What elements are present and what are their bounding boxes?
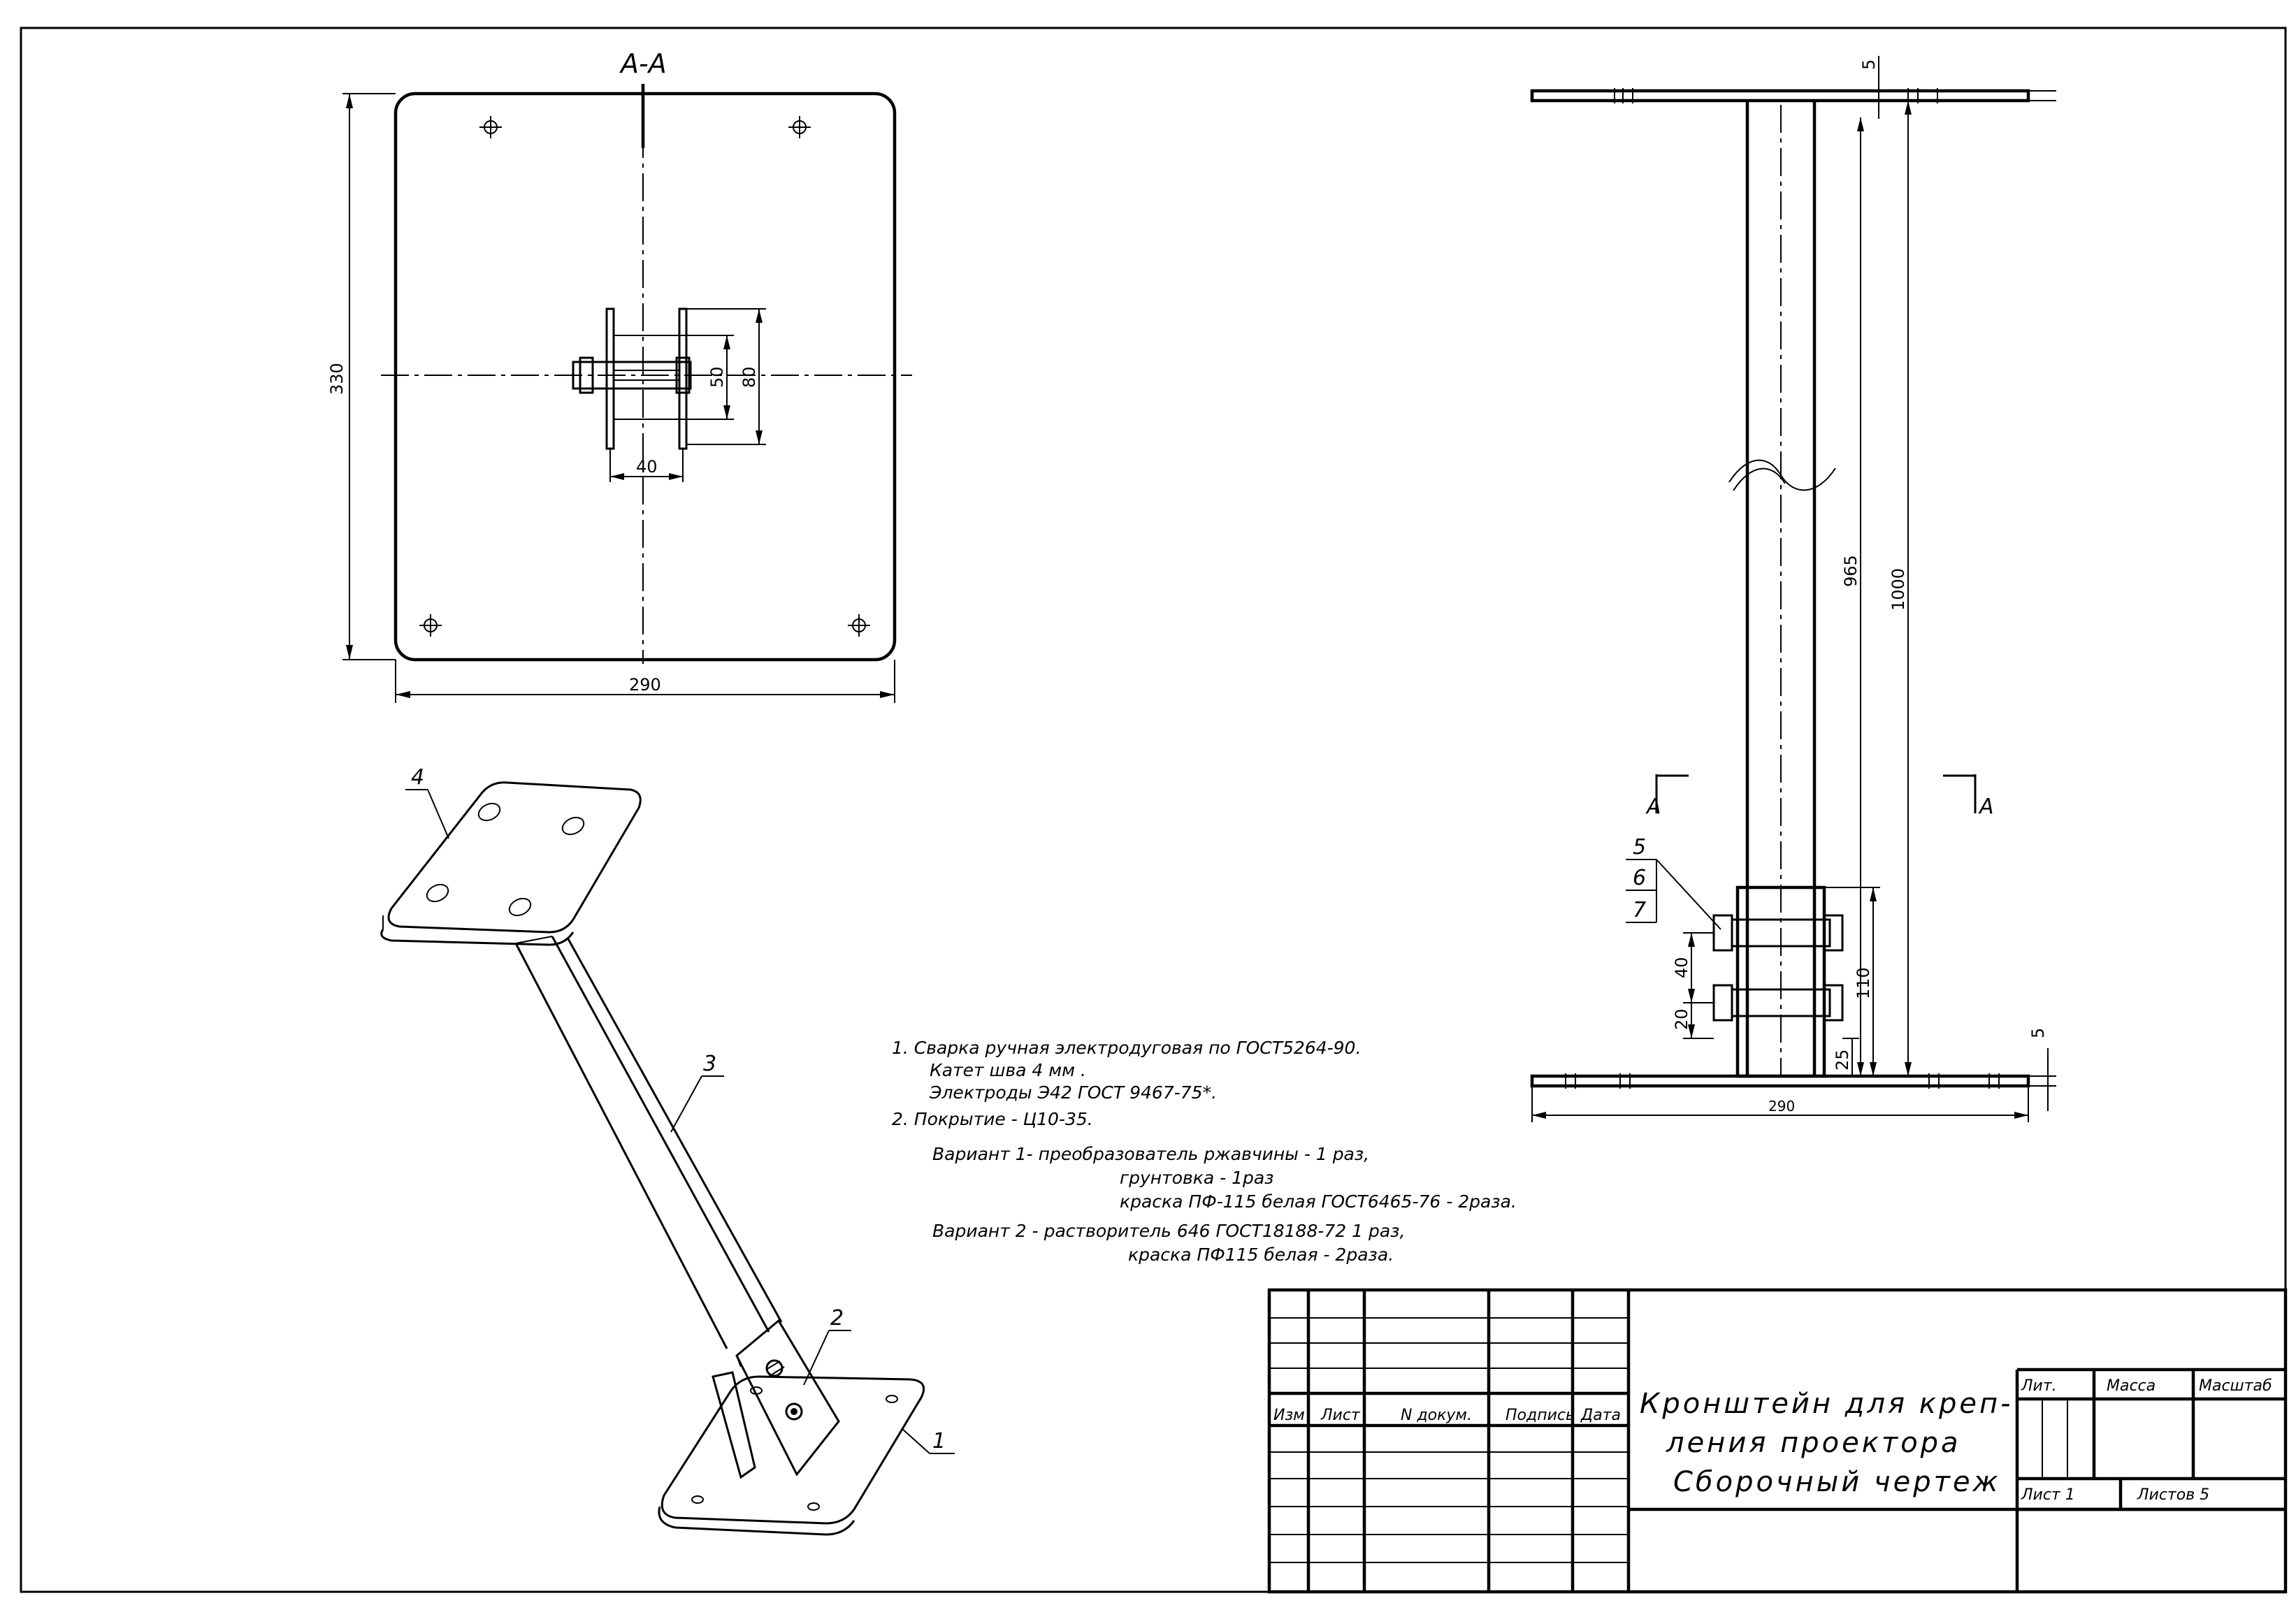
- note-line: Электроды Э42 ГОСТ 9467-75*.: [929, 1082, 1217, 1103]
- sheets-label: Листов 5: [2137, 1486, 2209, 1504]
- note-line: 1. Сварка ручная электродуговая по ГОСТ5…: [892, 1038, 1361, 1058]
- iso-top-plate: [387, 781, 642, 934]
- header-date: Дата: [1580, 1407, 1621, 1424]
- section-marks: A A: [1645, 774, 1994, 819]
- svg-text:2: 2: [830, 1306, 844, 1330]
- svg-text:290: 290: [1768, 1098, 1795, 1115]
- drawing-title-line1: Кронштейн для креп-: [1640, 1388, 2014, 1420]
- note-line: краска ПФ-115 белая ГОСТ6465-76 - 2раза.: [1120, 1191, 1517, 1212]
- mounting-plate: [394, 92, 897, 662]
- svg-text:330: 330: [327, 363, 347, 395]
- iso-tube: [514, 936, 783, 1349]
- note-line: краска ПФ115 белая - 2раза.: [1128, 1245, 1394, 1265]
- iso-callouts: 4 3 2 1: [405, 765, 955, 1454]
- break-mark: [1728, 459, 1836, 491]
- note-line: Катет шва 4 мм .: [930, 1060, 1086, 1080]
- callouts-567: 5 6 7: [1626, 835, 1721, 930]
- side-dimensions: 5 965 1000 110 25: [1531, 56, 2056, 1122]
- note-line: Вариант 2 - растворитель 646 ГОСТ18188-7…: [932, 1221, 1405, 1241]
- note-line: Вариант 1- преобразователь ржавчины - 1 …: [932, 1144, 1369, 1164]
- svg-text:5: 5: [1633, 835, 1646, 859]
- top-plate: [1530, 89, 2030, 103]
- svg-text:50: 50: [707, 366, 727, 388]
- svg-text:290: 290: [629, 675, 661, 695]
- svg-text:A: A: [1978, 795, 1994, 819]
- mounting-holes: [419, 116, 870, 637]
- technical-notes: 1. Сварка ручная электродуговая по ГОСТ5…: [892, 1038, 1517, 1265]
- header-list: Лист: [1320, 1407, 1361, 1424]
- svg-text:965: 965: [1841, 555, 1861, 587]
- section-view-title: A-A: [619, 48, 667, 79]
- svg-text:110: 110: [1854, 967, 1873, 999]
- note-line: 2. Покрытие - Ц10-35.: [892, 1109, 1093, 1129]
- bottom-plate: [1530, 1074, 2030, 1088]
- svg-text:3: 3: [703, 1052, 716, 1076]
- sheet-label: Лист 1: [2021, 1486, 2075, 1504]
- svg-text:80: 80: [739, 366, 759, 388]
- note-line: грунтовка - 1раз: [1120, 1168, 1273, 1188]
- iso-bottom-plate: [660, 1375, 925, 1525]
- drawing-title-line3: Сборочный чертеж: [1673, 1466, 2001, 1498]
- svg-text:40: 40: [636, 457, 658, 477]
- title-block: Изм Лист N докум. Подпись Дата Кронштейн…: [1267, 1288, 2288, 1594]
- scale-label: Масштаб: [2199, 1377, 2272, 1395]
- iso-clamp: [712, 1319, 840, 1479]
- svg-text:1: 1: [932, 1429, 946, 1453]
- svg-text:4: 4: [411, 765, 424, 790]
- header-sign: Подпись: [1506, 1407, 1575, 1424]
- clamp-section: [572, 307, 692, 450]
- drawing-frame: [20, 27, 2287, 1593]
- isometric-view: 4 3 2 1: [380, 765, 955, 1536]
- header-doc: N докум.: [1401, 1407, 1472, 1424]
- mass-label: Масса: [2107, 1377, 2156, 1395]
- svg-text:6: 6: [1633, 866, 1646, 890]
- section-view: A-A: [327, 48, 912, 703]
- lit-label: Лит.: [2021, 1377, 2057, 1395]
- drawing-title-line2: ления проектора: [1666, 1427, 1961, 1459]
- section-dimensions: 330 290 50 80: [327, 93, 895, 703]
- svg-text:20: 20: [1672, 1008, 1691, 1030]
- bolts: [1712, 914, 1844, 1022]
- svg-text:5: 5: [2028, 1028, 2048, 1038]
- svg-text:7: 7: [1633, 898, 1646, 922]
- svg-text:25: 25: [1833, 1049, 1852, 1071]
- side-view: A A 5 6 7 5 965: [1530, 56, 2056, 1122]
- svg-text:5: 5: [1859, 59, 1879, 70]
- svg-text:A: A: [1645, 795, 1661, 819]
- svg-text:40: 40: [1672, 957, 1691, 978]
- svg-text:1000: 1000: [1889, 568, 1908, 611]
- header-izm: Изм: [1273, 1407, 1305, 1424]
